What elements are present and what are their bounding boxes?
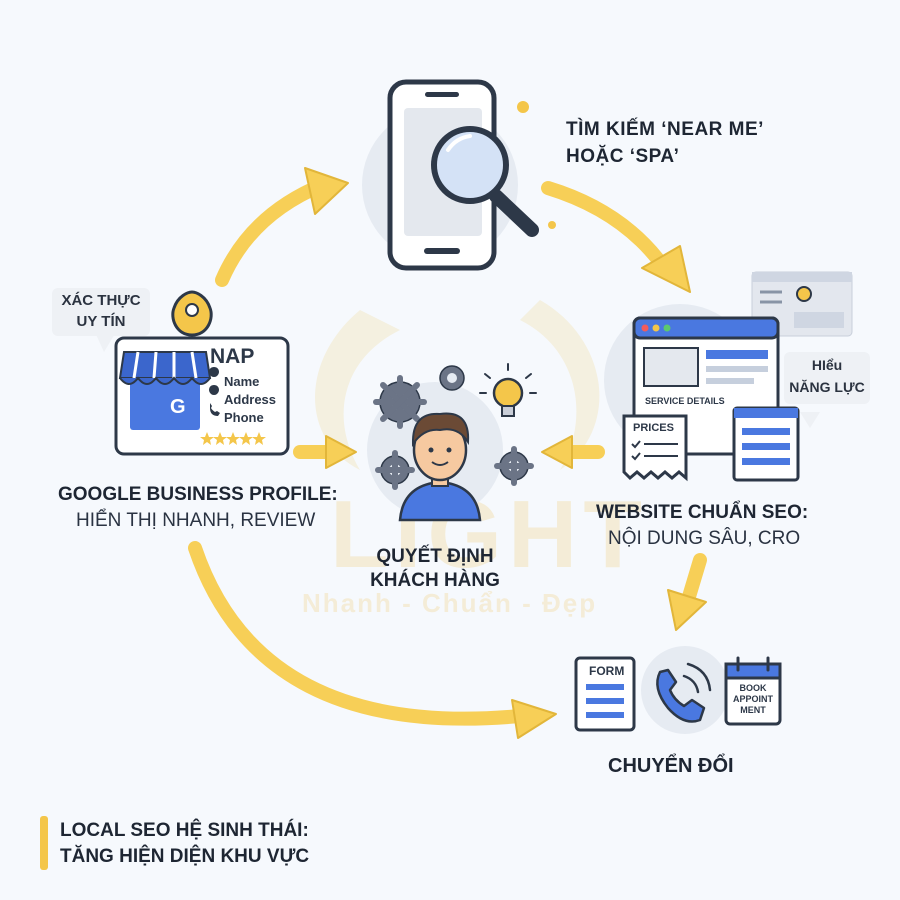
book-line3: MENT <box>740 705 766 715</box>
book-line1: BOOK <box>739 683 767 693</box>
book-line2: APPOINT <box>732 694 773 704</box>
nap-item-name: Name <box>224 374 260 389</box>
trust-bubble-line1: XÁC THỰC <box>61 292 141 309</box>
website-illustration <box>622 271 853 482</box>
customer-decision-label: QUYẾT ĐỊNH KHÁCH HÀNG <box>360 545 510 593</box>
footer-line2: TĂNG HIỆN DIỆN KHU VỰC <box>60 846 310 867</box>
nap-item-address: Address <box>224 392 277 407</box>
form-label: FORM <box>589 664 625 678</box>
arrow-search-to-website <box>541 181 667 269</box>
search-label-line1: TÌM KIẾM ‘NEAR ME’ <box>566 119 764 140</box>
gbp-card <box>114 290 290 456</box>
gbp-caption-line2: HIỂN THỊ NHANH, REVIEW <box>76 510 316 531</box>
phone-circle-bg <box>641 646 729 734</box>
service-details-label: SERVICE DETAILS <box>645 396 725 406</box>
footer-line1: LOCAL SEO HỆ SINH THÁI: <box>60 820 309 841</box>
website-caption-line2: NỘI DUNG SÂU, CRO <box>608 528 801 549</box>
google-logo: G <box>170 396 186 418</box>
trust-bubble: XÁC THỰC UY TÍN <box>52 288 150 336</box>
customer-decision-line2: KHÁCH HÀNG <box>370 570 500 591</box>
conversion-illustration <box>574 656 782 732</box>
phone-search-icon <box>387 79 556 271</box>
footer-text: LOCAL SEO HỆ SINH THÁI: TĂNG HIỆN DIỆN K… <box>60 818 309 870</box>
book-appointment-label: BOOK APPOINT MENT <box>726 683 780 716</box>
search-label-line2: HOẶC ‘SPA’ <box>566 146 680 167</box>
watermark-logo-shape <box>315 300 600 470</box>
watermark-slogan: Nhanh - Chuẩn - Đẹp <box>302 588 598 618</box>
customer-decision-line1: QUYẾT ĐỊNH <box>376 546 494 567</box>
footer-accent-bar <box>40 816 48 870</box>
website-caption-line1: WEBSITE CHUẨN SEO: <box>596 502 809 523</box>
nap-item-phone: Phone <box>224 410 264 425</box>
watermark-brand: LIGHT <box>330 481 648 588</box>
trust-bubble-line2: UY TÍN <box>76 313 126 330</box>
capability-bubble-line2: NĂNG LỰC <box>789 379 865 395</box>
gbp-caption: GOOGLE BUSINESS PROFILE: HIỂN THỊ NHANH,… <box>58 482 358 534</box>
gbp-caption-line1: GOOGLE BUSINESS PROFILE: <box>58 484 338 505</box>
capability-bubble: HIểu NĂNG LỰC <box>784 352 870 404</box>
capability-bubble-line1: HIểu <box>811 357 843 373</box>
arrow-gbp-to-conversion <box>188 541 527 726</box>
nap-title: NAP <box>210 345 255 368</box>
search-label: TÌM KIẾM ‘NEAR ME’ HOẶC ‘SPA’ <box>566 116 764 170</box>
website-caption: WEBSITE CHUẨN SEO: NỘI DUNG SÂU, CRO <box>596 500 856 552</box>
customer-icon <box>373 363 537 522</box>
arrow-website-to-conversion <box>681 553 707 607</box>
conversion-caption: CHUYỂN ĐỔI <box>608 755 734 777</box>
prices-label: PRICES <box>633 422 674 434</box>
arrow-gbp-to-search <box>215 178 329 287</box>
